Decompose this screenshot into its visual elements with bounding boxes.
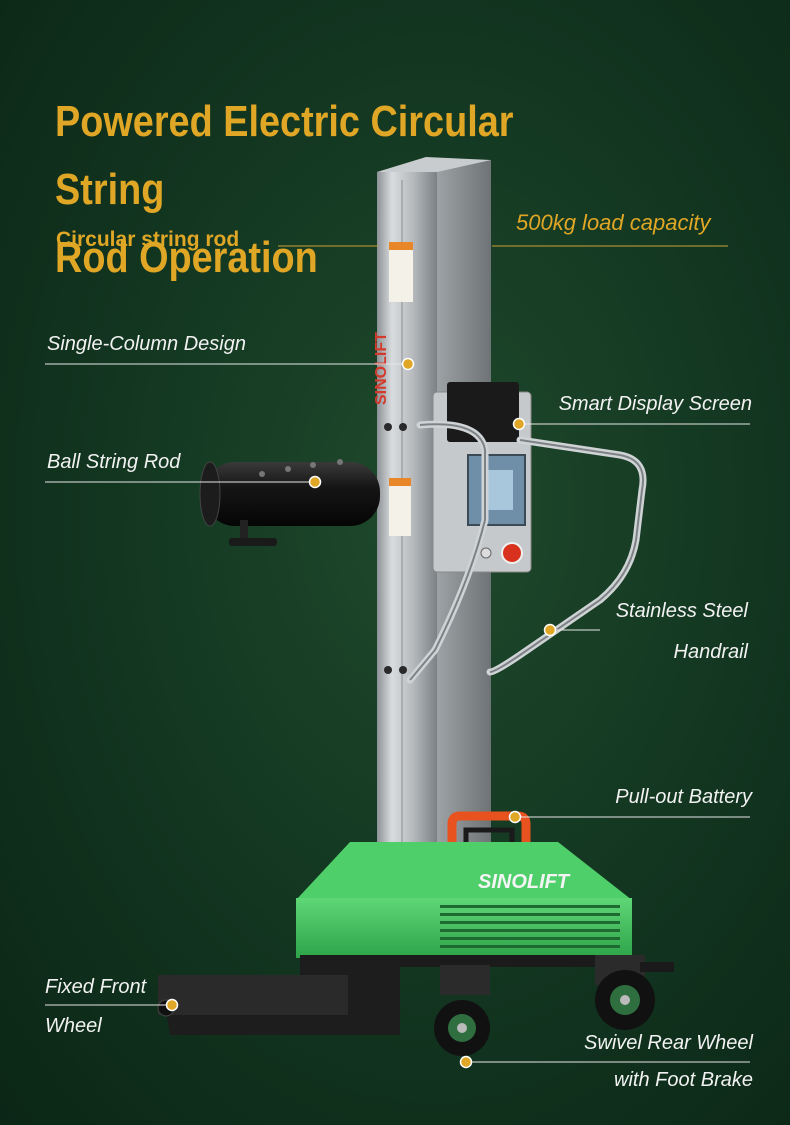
callout-dot [165, 998, 179, 1012]
headline-line-1: Powered Electric Circular String [55, 97, 514, 214]
callout-single-column: Single-Column Design [47, 333, 246, 355]
callout-rear-wheel-line-2: with Foot Brake [614, 1069, 753, 1091]
load-capacity-label: 500kg load capacity [516, 210, 711, 235]
callout-lines [45, 245, 750, 1063]
headline: Powered Electric Circular String Rod Ope… [55, 88, 605, 292]
emergency-stop-button [501, 542, 523, 564]
warning-sticker [389, 242, 413, 302]
green-base [296, 842, 632, 967]
headline-line-2: Rod Operation [55, 233, 318, 282]
rear-wheel-right [595, 955, 674, 1030]
ball-string-rod [199, 459, 380, 546]
callout-dot [459, 1055, 473, 1069]
callout-dot [401, 357, 415, 371]
callout-rear-wheel-line-1: Swivel Rear Wheel [584, 1032, 753, 1054]
column-brand-text: SINOLIFT [373, 332, 390, 405]
callout-dot [308, 475, 322, 489]
base-brand-text: SINOLIFT [478, 871, 571, 893]
rear-wheel-left [434, 965, 490, 1056]
callout-smart-display: Smart Display Screen [558, 393, 752, 415]
callout-handrail-line-1: Stainless Steel [615, 600, 748, 622]
callout-front-wheel-line-1: Fixed Front [45, 976, 147, 998]
callout-dot [543, 623, 557, 637]
subtitle: Circular string rod [56, 228, 240, 251]
callout-ball-string-rod: Ball String Rod [47, 451, 181, 473]
callout-battery: Pull-out Battery [615, 786, 752, 808]
callout-dot [512, 417, 526, 431]
callout-front-wheel-line-2: Wheel [45, 1015, 102, 1037]
battery-handle [447, 811, 531, 842]
front-fork [157, 960, 400, 1035]
callout-dot [508, 810, 522, 824]
warning-sticker [389, 478, 411, 536]
callout-handrail-line-2: Handrail [673, 641, 748, 663]
